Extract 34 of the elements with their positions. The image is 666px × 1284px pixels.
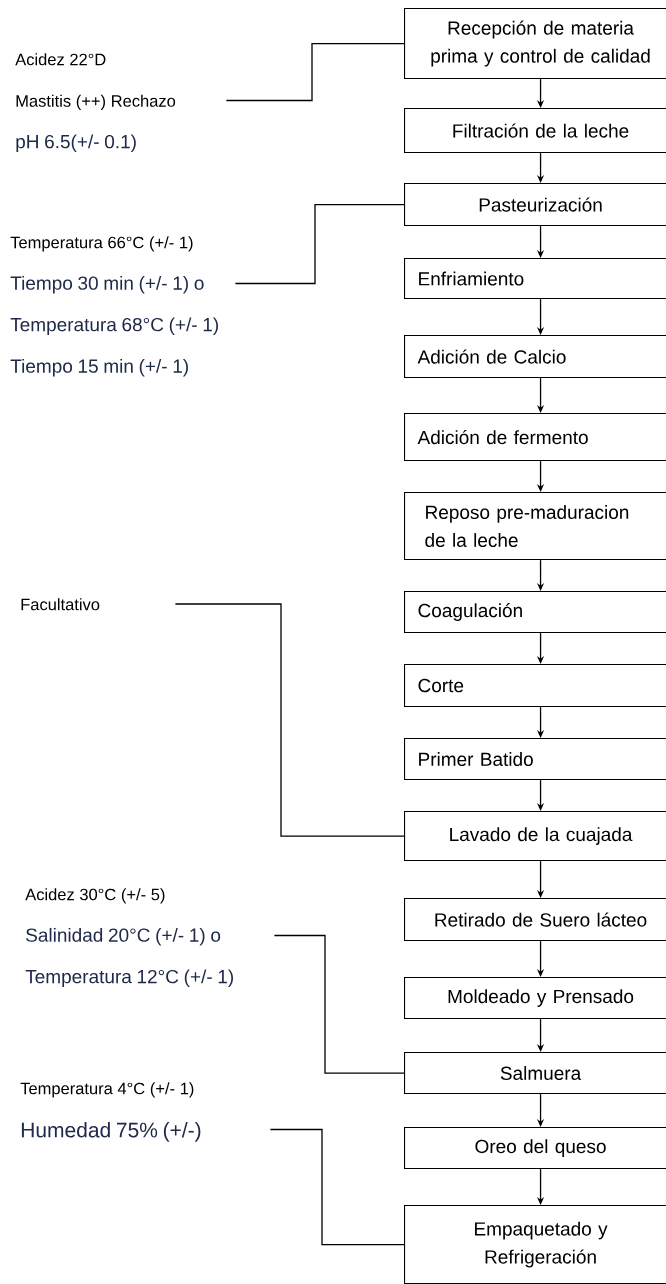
leader-line — [269, 1128, 405, 1246]
process-box: Moldeado y Prensado — [404, 977, 666, 1020]
process-box: Filtración de la leche — [404, 108, 666, 154]
process-box: Enfriamiento — [404, 258, 666, 300]
note-line: Tiempo 15 min (+/- 1) — [10, 358, 188, 377]
note-line: Salinidad 20°C (+/- 1) o — [26, 927, 221, 946]
note-line: Temperatura 12°C (+/- 1) — [25, 969, 233, 988]
process-box: Salmuera — [404, 1052, 666, 1095]
leader-line — [225, 42, 405, 102]
note-line: pH 6.5(+/- 0.1) — [16, 134, 136, 153]
process-box: Empaquetado y Refrigeración — [404, 1205, 666, 1284]
process-box: Coagulación — [404, 591, 666, 634]
leader-line — [174, 603, 405, 837]
process-box: Lavado de la cuajada — [404, 811, 666, 862]
note-line: Tiempo 30 min (+/- 1) o — [10, 275, 204, 294]
note-line: Facultativo — [21, 598, 100, 611]
note-line: Acidez 22°D — [15, 53, 106, 66]
process-box: Corte — [404, 664, 666, 708]
leader-line — [273, 934, 405, 1074]
process-box: Primer Batido — [404, 738, 666, 781]
note-line: Temperatura 68°C (+/- 1) — [10, 317, 218, 336]
note-line: Temperatura 66°C (+/- 1) — [10, 236, 193, 252]
note-line: Temperatura 4°C (+/- 1) — [20, 1082, 194, 1098]
process-box: Adición de Calcio — [404, 335, 666, 379]
note-line: Humedad 75% (+/-) — [21, 1122, 201, 1142]
process-box: Oreo del queso — [404, 1127, 666, 1170]
leader-line — [234, 203, 405, 285]
process-box: Reposo pre-maduracion de la leche — [404, 492, 666, 561]
process-box: Retirado de Suero lácteo — [404, 898, 666, 942]
process-box: Adición de fermento — [404, 413, 666, 462]
process-box: Pasteurización — [404, 183, 666, 227]
note-line: Acidez 30°C (+/- 5) — [25, 888, 165, 904]
note-line: Mastitis (++) Rechazo — [16, 94, 176, 111]
process-box: Recepción de materia prima y control de calidad — [404, 8, 666, 80]
